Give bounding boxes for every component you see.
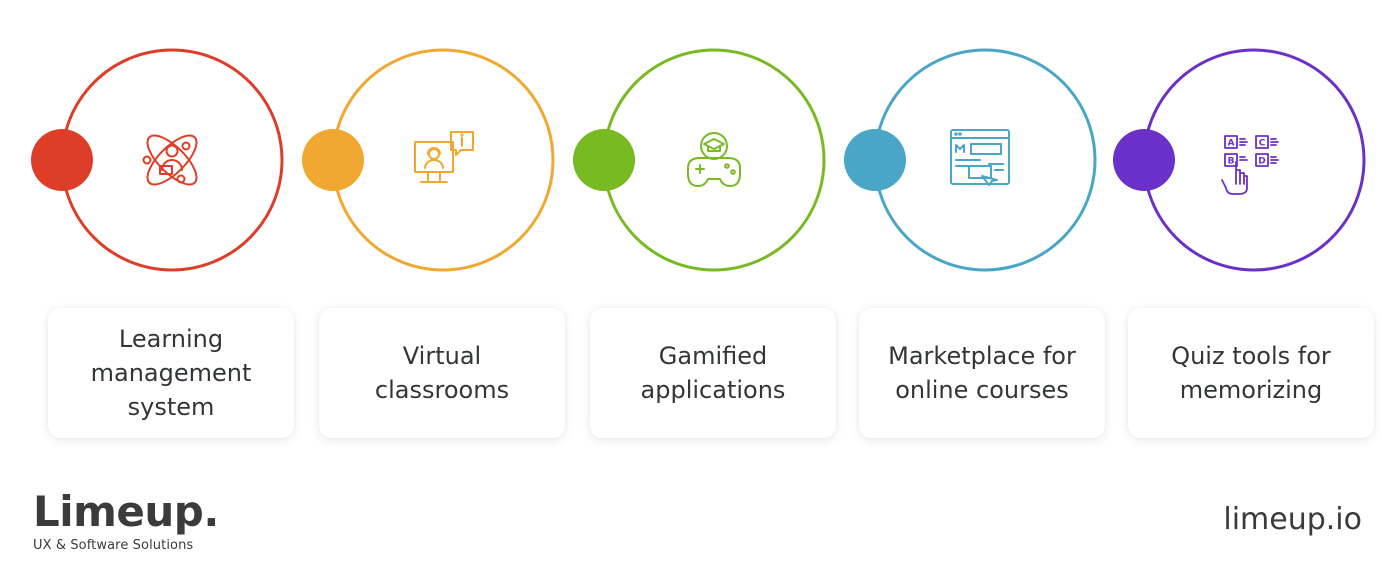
marketplace-browser-icon bbox=[950, 129, 1010, 186]
stage-3-gamified bbox=[573, 48, 826, 272]
svg-text:A: A bbox=[1228, 139, 1235, 149]
brand-block: Limeup. UX & Software Solutions bbox=[33, 487, 219, 554]
card-label: Marketplace for online courses bbox=[888, 342, 1076, 404]
stage-4-marketplace bbox=[844, 48, 1097, 272]
stage-5-quiz: A C B D bbox=[1113, 48, 1366, 272]
circles-diagram: A C B D bbox=[31, 48, 1366, 272]
quiz-abcd-hand-icon: A C B D bbox=[1221, 135, 1279, 195]
card-label: Quiz tools for memorizing bbox=[1171, 342, 1331, 404]
card-quiz-tools: Quiz tools for memorizing bbox=[1128, 308, 1374, 438]
site-url: limeup.io bbox=[1223, 502, 1362, 537]
lms-atom-teacher-icon bbox=[142, 134, 198, 186]
svg-text:C: C bbox=[1259, 139, 1266, 149]
svg-text:D: D bbox=[1258, 157, 1265, 167]
stage-1-lms bbox=[31, 48, 284, 272]
virtual-classroom-monitor-icon bbox=[414, 131, 474, 183]
stage-3-dot bbox=[573, 129, 635, 191]
stage-5-dot bbox=[1113, 129, 1175, 191]
svg-text:B: B bbox=[1228, 157, 1235, 167]
brand-logo: Limeup. bbox=[33, 487, 219, 536]
gamepad-graduation-cap-icon bbox=[687, 132, 741, 187]
card-label: Virtual classrooms bbox=[374, 342, 510, 404]
stage-5-ring bbox=[1142, 48, 1366, 272]
card-gamified-applications: Gamified applications bbox=[590, 308, 836, 438]
stage-2-ring bbox=[331, 48, 555, 272]
stage-1-dot bbox=[31, 129, 93, 191]
card-marketplace: Marketplace for online courses bbox=[859, 308, 1105, 438]
card-virtual-classrooms: Virtual classrooms bbox=[319, 308, 565, 438]
card-label: Gamified applications bbox=[640, 342, 786, 404]
card-learning-management-system: Learning management system bbox=[48, 308, 294, 438]
stage-4-dot bbox=[844, 129, 906, 191]
stage-2-dot bbox=[302, 129, 364, 191]
stage-4-ring bbox=[873, 48, 1097, 272]
card-label: Learning management system bbox=[90, 325, 252, 421]
stage-2-virtual-classrooms bbox=[302, 48, 555, 272]
brand-tagline: UX & Software Solutions bbox=[33, 538, 194, 553]
